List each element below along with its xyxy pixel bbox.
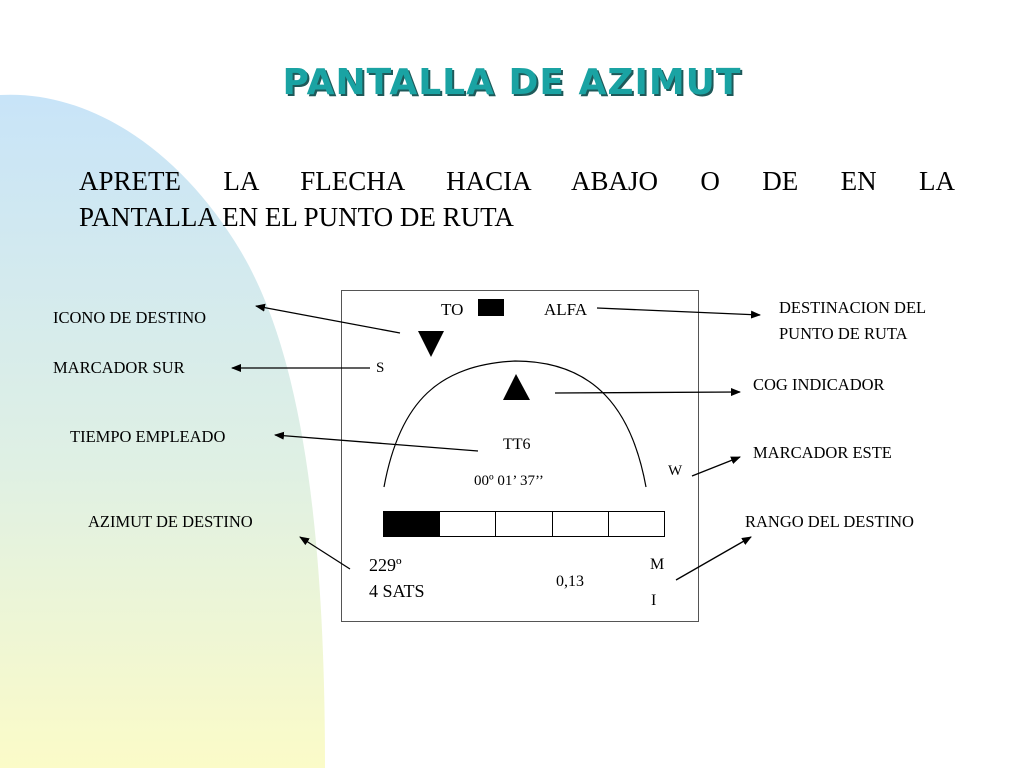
intro-line-2: PANTALLA EN EL PUNTO DE RUTA	[79, 202, 514, 232]
range-bar	[383, 511, 665, 537]
range-bar-segment	[496, 512, 553, 536]
arrow-azimut-destino	[299, 536, 351, 570]
screen-bearing: 229º	[369, 555, 402, 575]
screen-waypoint-id: TT6	[503, 436, 531, 453]
label-destinacion-line2: PUNTO DE RUTA	[779, 324, 908, 343]
arrow-tiempo-empleado	[274, 431, 479, 452]
screen-waypoint-name: ALFA	[544, 300, 588, 319]
intro-line-1: APRETE LA FLECHA HACIA ABAJO O DE EN LA	[79, 166, 955, 196]
arrow-cog-indicador	[554, 388, 741, 397]
label-rango-destino: RANGO DEL DESTINO	[745, 512, 914, 531]
screen-west-marker: W	[668, 463, 683, 479]
destination-icon	[418, 331, 444, 357]
arrow-icono-destino	[255, 303, 401, 334]
range-bar-segment	[384, 512, 441, 536]
screen-unit-i: I	[651, 592, 657, 609]
label-cog-indicador: COG INDICADOR	[753, 375, 885, 394]
gps-screen-frame	[341, 290, 699, 622]
range-bar-segment	[440, 512, 497, 536]
screen-south-marker: S	[376, 360, 385, 376]
screen-satellites: 4 SATS	[369, 581, 425, 601]
label-tiempo-empleado: TIEMPO EMPLEADO	[70, 427, 226, 446]
page-title: PANTALLA DE AZIMUT	[282, 62, 742, 103]
screen-elapsed-time: 00º 01’ 37’’	[474, 473, 544, 489]
compass-arc	[383, 360, 647, 488]
range-bar-segment	[553, 512, 609, 536]
arrow-destinacion	[596, 307, 761, 319]
arrow-rango-destino	[675, 536, 752, 581]
waypoint-square-icon	[478, 299, 504, 316]
screen-unit-m: M	[650, 556, 665, 573]
screen-to-label: TO	[441, 300, 464, 319]
label-azimut-destino: AZIMUT DE DESTINO	[88, 512, 253, 531]
label-destinacion-line1: DESTINACION DEL	[779, 298, 927, 317]
screen-range: 0,13	[556, 573, 584, 590]
arrow-marcador-este	[691, 456, 741, 477]
cog-indicator-icon	[503, 374, 530, 400]
intro-text: APRETE LA FLECHA HACIA ABAJO O DE EN LA …	[79, 163, 955, 235]
label-marcador-sur: MARCADOR SUR	[53, 358, 185, 377]
label-icono-destino: ICONO DE DESTINO	[53, 308, 207, 327]
label-marcador-este: MARCADOR ESTE	[753, 443, 892, 462]
